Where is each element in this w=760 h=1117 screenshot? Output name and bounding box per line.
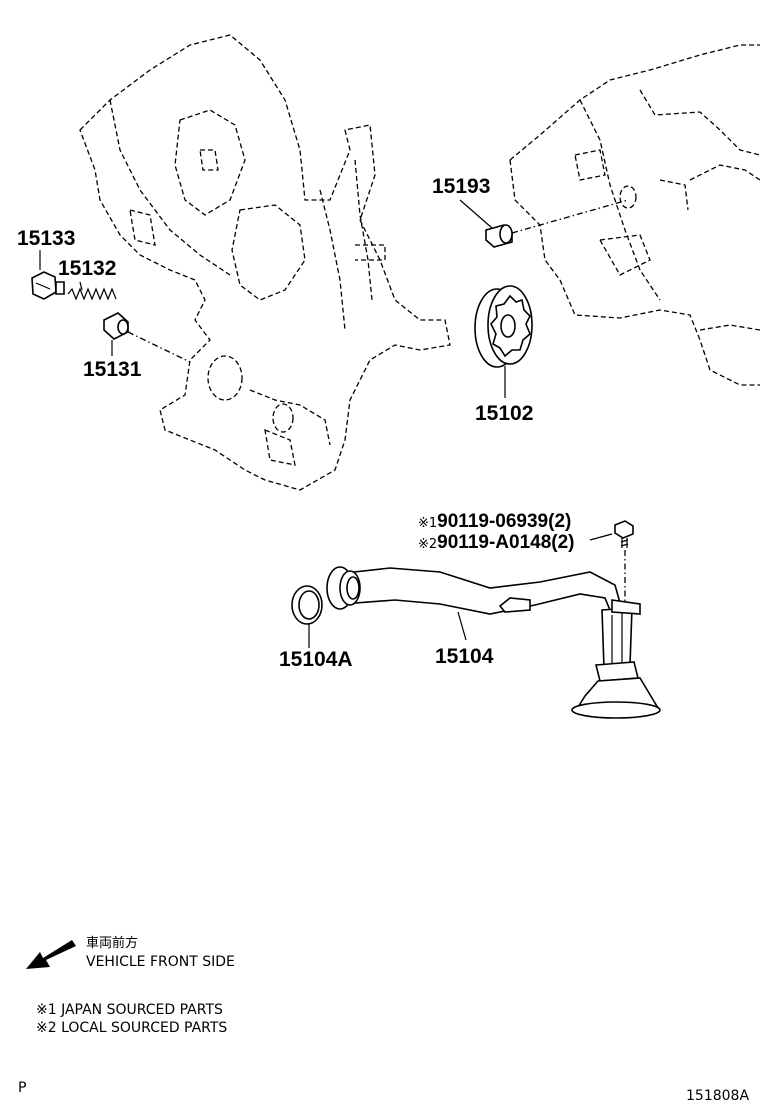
note-japan-sourced: ※1 JAPAN SOURCED PARTS [36,1002,223,1018]
callout-bolt-2[interactable]: ※290119-A0148(2) [418,532,575,553]
callout-bolt-1[interactable]: ※190119-06939(2) [418,511,571,532]
note-local-sourced: ※2 LOCAL SOURCED PARTS [36,1020,227,1036]
leader-15104 [457,611,467,641]
relief-valve-part [103,312,129,340]
bolt-2-number: 90119-A0148(2) [437,532,574,553]
callout-15132[interactable]: 15132 [58,257,116,280]
engine-block-outline [509,44,760,386]
strainer-bolt-part [614,520,634,548]
relief-valve-alignment-line [127,331,191,363]
bolt-1-number: 90119-06939(2) [437,511,571,532]
arrow-down-left-icon [26,940,76,969]
figure-id: 151808A [686,1088,749,1104]
direction-label-en: VEHICLE FRONT SIDE [86,954,235,970]
callout-15104a[interactable]: 15104A [279,648,353,671]
timing-cover-outline [79,34,451,491]
callout-15131[interactable]: 15131 [83,358,142,381]
oil-strainer-part [326,566,661,719]
relief-spring-part [67,287,117,301]
bolt-1-mark: ※1 [418,516,437,531]
relief-plug-part [31,271,65,300]
bolt-2-mark: ※2 [418,537,437,552]
direction-label-jp: 車両前方 [86,935,138,951]
leader-15193 [459,199,493,229]
callout-15133[interactable]: 15133 [17,227,75,250]
callout-15193[interactable]: 15193 [432,175,490,198]
leader-15132 [79,281,83,291]
oil-pump-rotor-part [474,285,533,368]
callout-15102[interactable]: 15102 [475,402,533,425]
strainer-gasket-part [291,585,323,625]
leader-bolt [589,533,613,541]
callout-15104[interactable]: 15104 [435,645,494,668]
oil-seal-part [485,224,513,248]
corner-letter: P [18,1080,26,1096]
seal-alignment-line [511,199,629,234]
